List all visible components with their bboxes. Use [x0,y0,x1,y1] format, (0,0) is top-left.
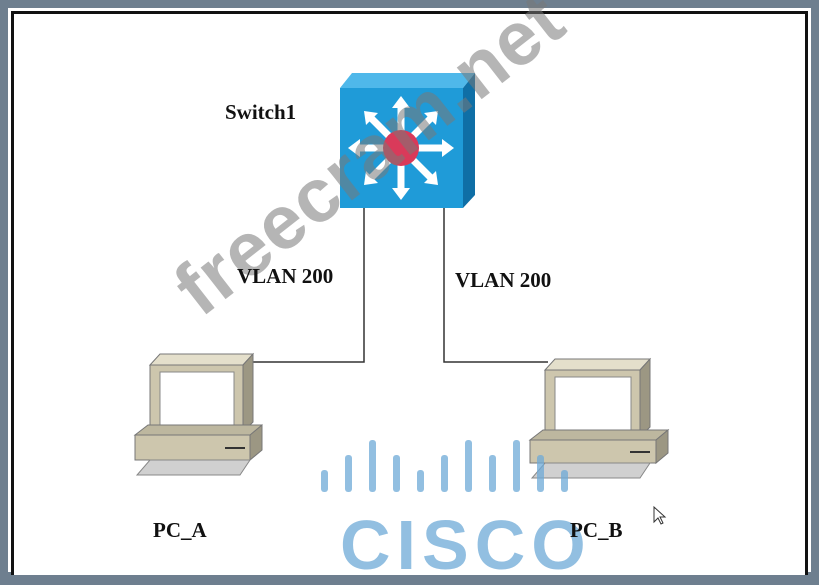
pc-b-label: PC_B [570,518,623,542]
pc-a-icon [133,352,263,476]
link-switch-pc-a [250,208,365,363]
pc-b-icon [528,357,670,479]
cisco-logo-text: CISCO [340,506,592,584]
vlan-left-label: VLAN 200 [237,264,334,288]
vlan-right-label: VLAN 200 [455,268,552,292]
switch-icon [340,73,475,208]
link-switch-pc-b [443,208,548,363]
cisco-logo-bars [321,440,568,492]
mouse-cursor-icon [653,505,667,525]
pc-a-label: PC_A [153,518,207,542]
switch-label: Switch1 [225,100,297,124]
